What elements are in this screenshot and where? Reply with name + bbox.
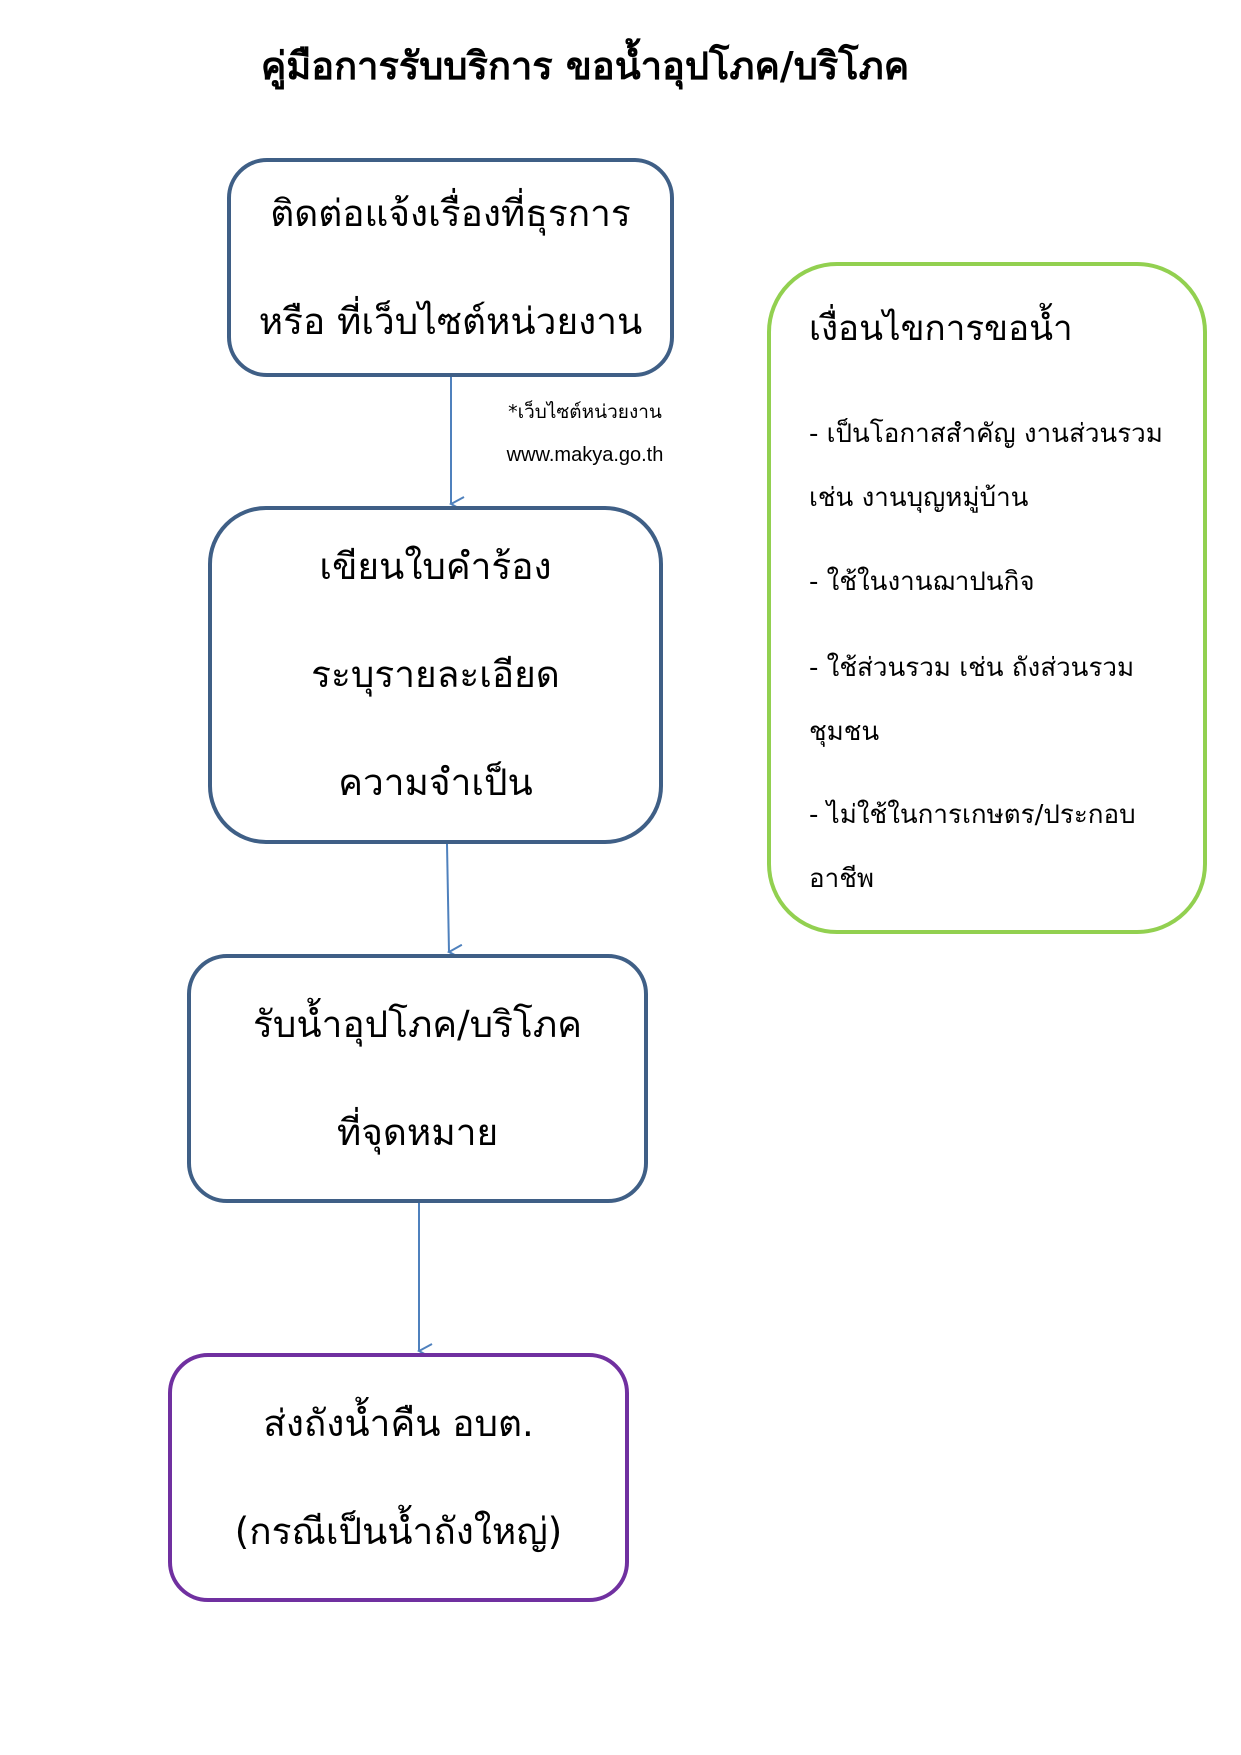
step-3-box: รับน้ำอุปโภค/บริโภค ที่จุดหมาย [187,954,648,1203]
condition-item: - เป็นโอกาสสำคัญ งานส่วนรวม เช่น งานบุญห… [809,402,1189,530]
step-1-line-2: หรือ ที่เว็บไซต์หน่วยงาน [258,299,643,343]
step-4-line-1: ส่งถังน้ำคืน อบต. [263,1401,534,1445]
conditions-box: เงื่อนไขการขอน้ำ - เป็นโอกาสสำคัญ งานส่ว… [767,262,1207,934]
page-title: คู่มือการรับบริการ ขอน้ำอุปโภค/บริโภค [260,44,910,88]
condition-item: - ไม่ใช้ในการเกษตร/ประกอบ อาชีพ [809,783,1189,911]
step-2-line-1: เขียนใบคำร้อง [319,545,552,588]
step-1-line-1: ติดต่อแจ้งเรื่องที่ธุรการ [270,191,631,235]
website-url: www.makya.go.th [506,444,664,466]
step-3-line-2: ที่จุดหมาย [336,1110,499,1154]
condition-item-line: - เป็นโอกาสสำคัญ งานส่วนรวม [809,419,1163,449]
step-3-line-1: รับน้ำอุปโภค/บริโภค [253,1002,582,1046]
condition-item-line: เช่น งานบุญหมู่บ้าน [809,483,1029,513]
website-note-label: *เว็บไซต์หน่วยงาน [508,401,662,423]
step-4-box: ส่งถังน้ำคืน อบต. (กรณีเป็นน้ำถังใหญ่) [168,1353,629,1602]
condition-item-line: อาชีพ [809,864,874,894]
condition-item-line: - ใช้ในงานฌาปนกิจ [809,567,1035,597]
condition-item-line: - ไม่ใช้ในการเกษตร/ประกอบ [809,800,1136,830]
step-2-box: เขียนใบคำร้อง ระบุรายละเอียด ความจำเป็น [208,506,663,844]
step-1-box: ติดต่อแจ้งเรื่องที่ธุรการ หรือ ที่เว็บไซ… [227,158,674,377]
arrow-step-2-to-3 [446,843,449,952]
condition-item-line: - ใช้ส่วนรวม เช่น ถังส่วนรวม [809,653,1135,683]
step-2-line-3: ความจำเป็น [338,761,533,804]
conditions-title: เงื่อนไขการขอน้ำ [809,309,1073,349]
condition-item: - ใช้ส่วนรวม เช่น ถังส่วนรวม ชุมชน [809,636,1189,764]
step-4-line-2: (กรณีเป็นน้ำถังใหญ่) [234,1509,563,1553]
condition-item-line: ชุมชน [809,717,880,747]
step-2-line-2: ระบุรายละเอียด [311,653,560,696]
condition-item: - ใช้ในงานฌาปนกิจ [809,550,1189,614]
